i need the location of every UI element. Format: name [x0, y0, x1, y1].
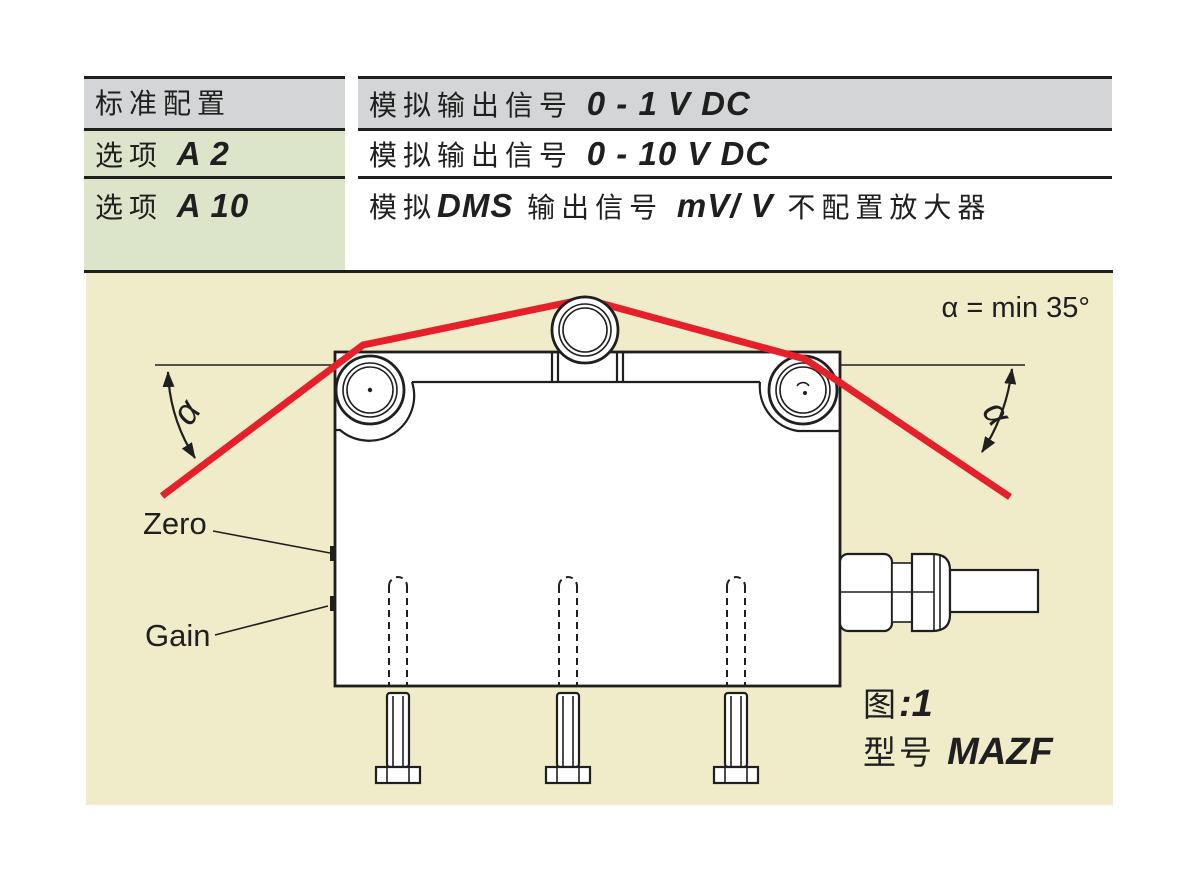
table-rule-row2-left [84, 176, 345, 179]
text-segment-emphasis: A 2 [176, 135, 230, 172]
text-segment: 选项 [95, 140, 177, 171]
text-segment-emphasis: mV/ V [676, 187, 774, 224]
text-segment: 模拟输出信号 [369, 90, 587, 121]
text-segment: 输出信号 [513, 192, 677, 223]
sensor-body [333, 350, 842, 688]
cable-gland [838, 552, 1040, 633]
sensor-diagram: Zero Gain α = min 35° α α 图:1 型号 MAZF [143, 292, 1090, 785]
table-cell-option-a2-label: 选项 A 2 [84, 131, 345, 176]
model-caption: 型号 MAZF [863, 731, 1054, 773]
zero-pot-tick [330, 546, 336, 561]
table-cell-option-a10-label: 选项 A 10 [84, 179, 345, 270]
table-cell-option-a2-desc: 模拟输出信号 0 - 10 V DC [358, 131, 1112, 176]
table-rule-top-right [358, 76, 1112, 79]
middle-pulley [550, 295, 620, 365]
alpha-min-note: α = min 35° [942, 292, 1090, 324]
right-pulley [767, 354, 839, 426]
bolt [712, 691, 760, 785]
gain-leader-line [214, 605, 329, 636]
left-angle-arc [162, 371, 196, 459]
table-cell-option-a10-desc: 模拟DMS 输出信号 mV/ V 不配置放大器 [358, 179, 1112, 270]
text-segment-emphasis: DMS [437, 187, 514, 224]
mounting-bolts [374, 691, 760, 785]
table-rule-row1-left [84, 128, 345, 131]
table-cell-standard-desc: 模拟输出信号 0 - 1 V DC [358, 79, 1112, 128]
table-rule-row2-right [358, 176, 1112, 179]
gain-label: Gain [145, 618, 210, 653]
text-segment: 模拟 [369, 192, 438, 223]
bolt [544, 691, 592, 785]
bolt [374, 691, 422, 785]
zero-label: Zero [143, 506, 207, 541]
right-pulley-housing [758, 381, 840, 433]
text-segment-emphasis: 0 - 1 V DC [586, 85, 751, 122]
text-segment-emphasis: A 10 [176, 187, 250, 224]
left-pulley [334, 354, 406, 426]
table-rule-row1-right [358, 128, 1112, 131]
cable [948, 568, 1040, 614]
right-angle-arc [981, 368, 1017, 453]
zero-leader-line [212, 530, 331, 554]
table-rule-bottom [84, 270, 1113, 273]
right-alpha-symbol: α [975, 393, 1021, 435]
text-segment: 标准配置 [95, 88, 232, 119]
table-rule-top-left [84, 76, 345, 79]
gain-pot-tick [330, 596, 336, 611]
left-pulley-housing [335, 381, 416, 442]
text-segment: 不配置放大器 [773, 192, 992, 223]
mounting-holes [388, 576, 746, 686]
figure-caption: 图:1 [863, 683, 933, 725]
table-cell-standard-label: 标准配置 [84, 79, 345, 128]
figure-area: Zero Gain α = min 35° α α 图:1 型号 MAZF [86, 273, 1113, 805]
text-segment: 模拟输出信号 [369, 140, 587, 171]
text-segment-emphasis: 0 - 10 V DC [586, 135, 771, 172]
text-segment: 选项 [95, 192, 177, 223]
